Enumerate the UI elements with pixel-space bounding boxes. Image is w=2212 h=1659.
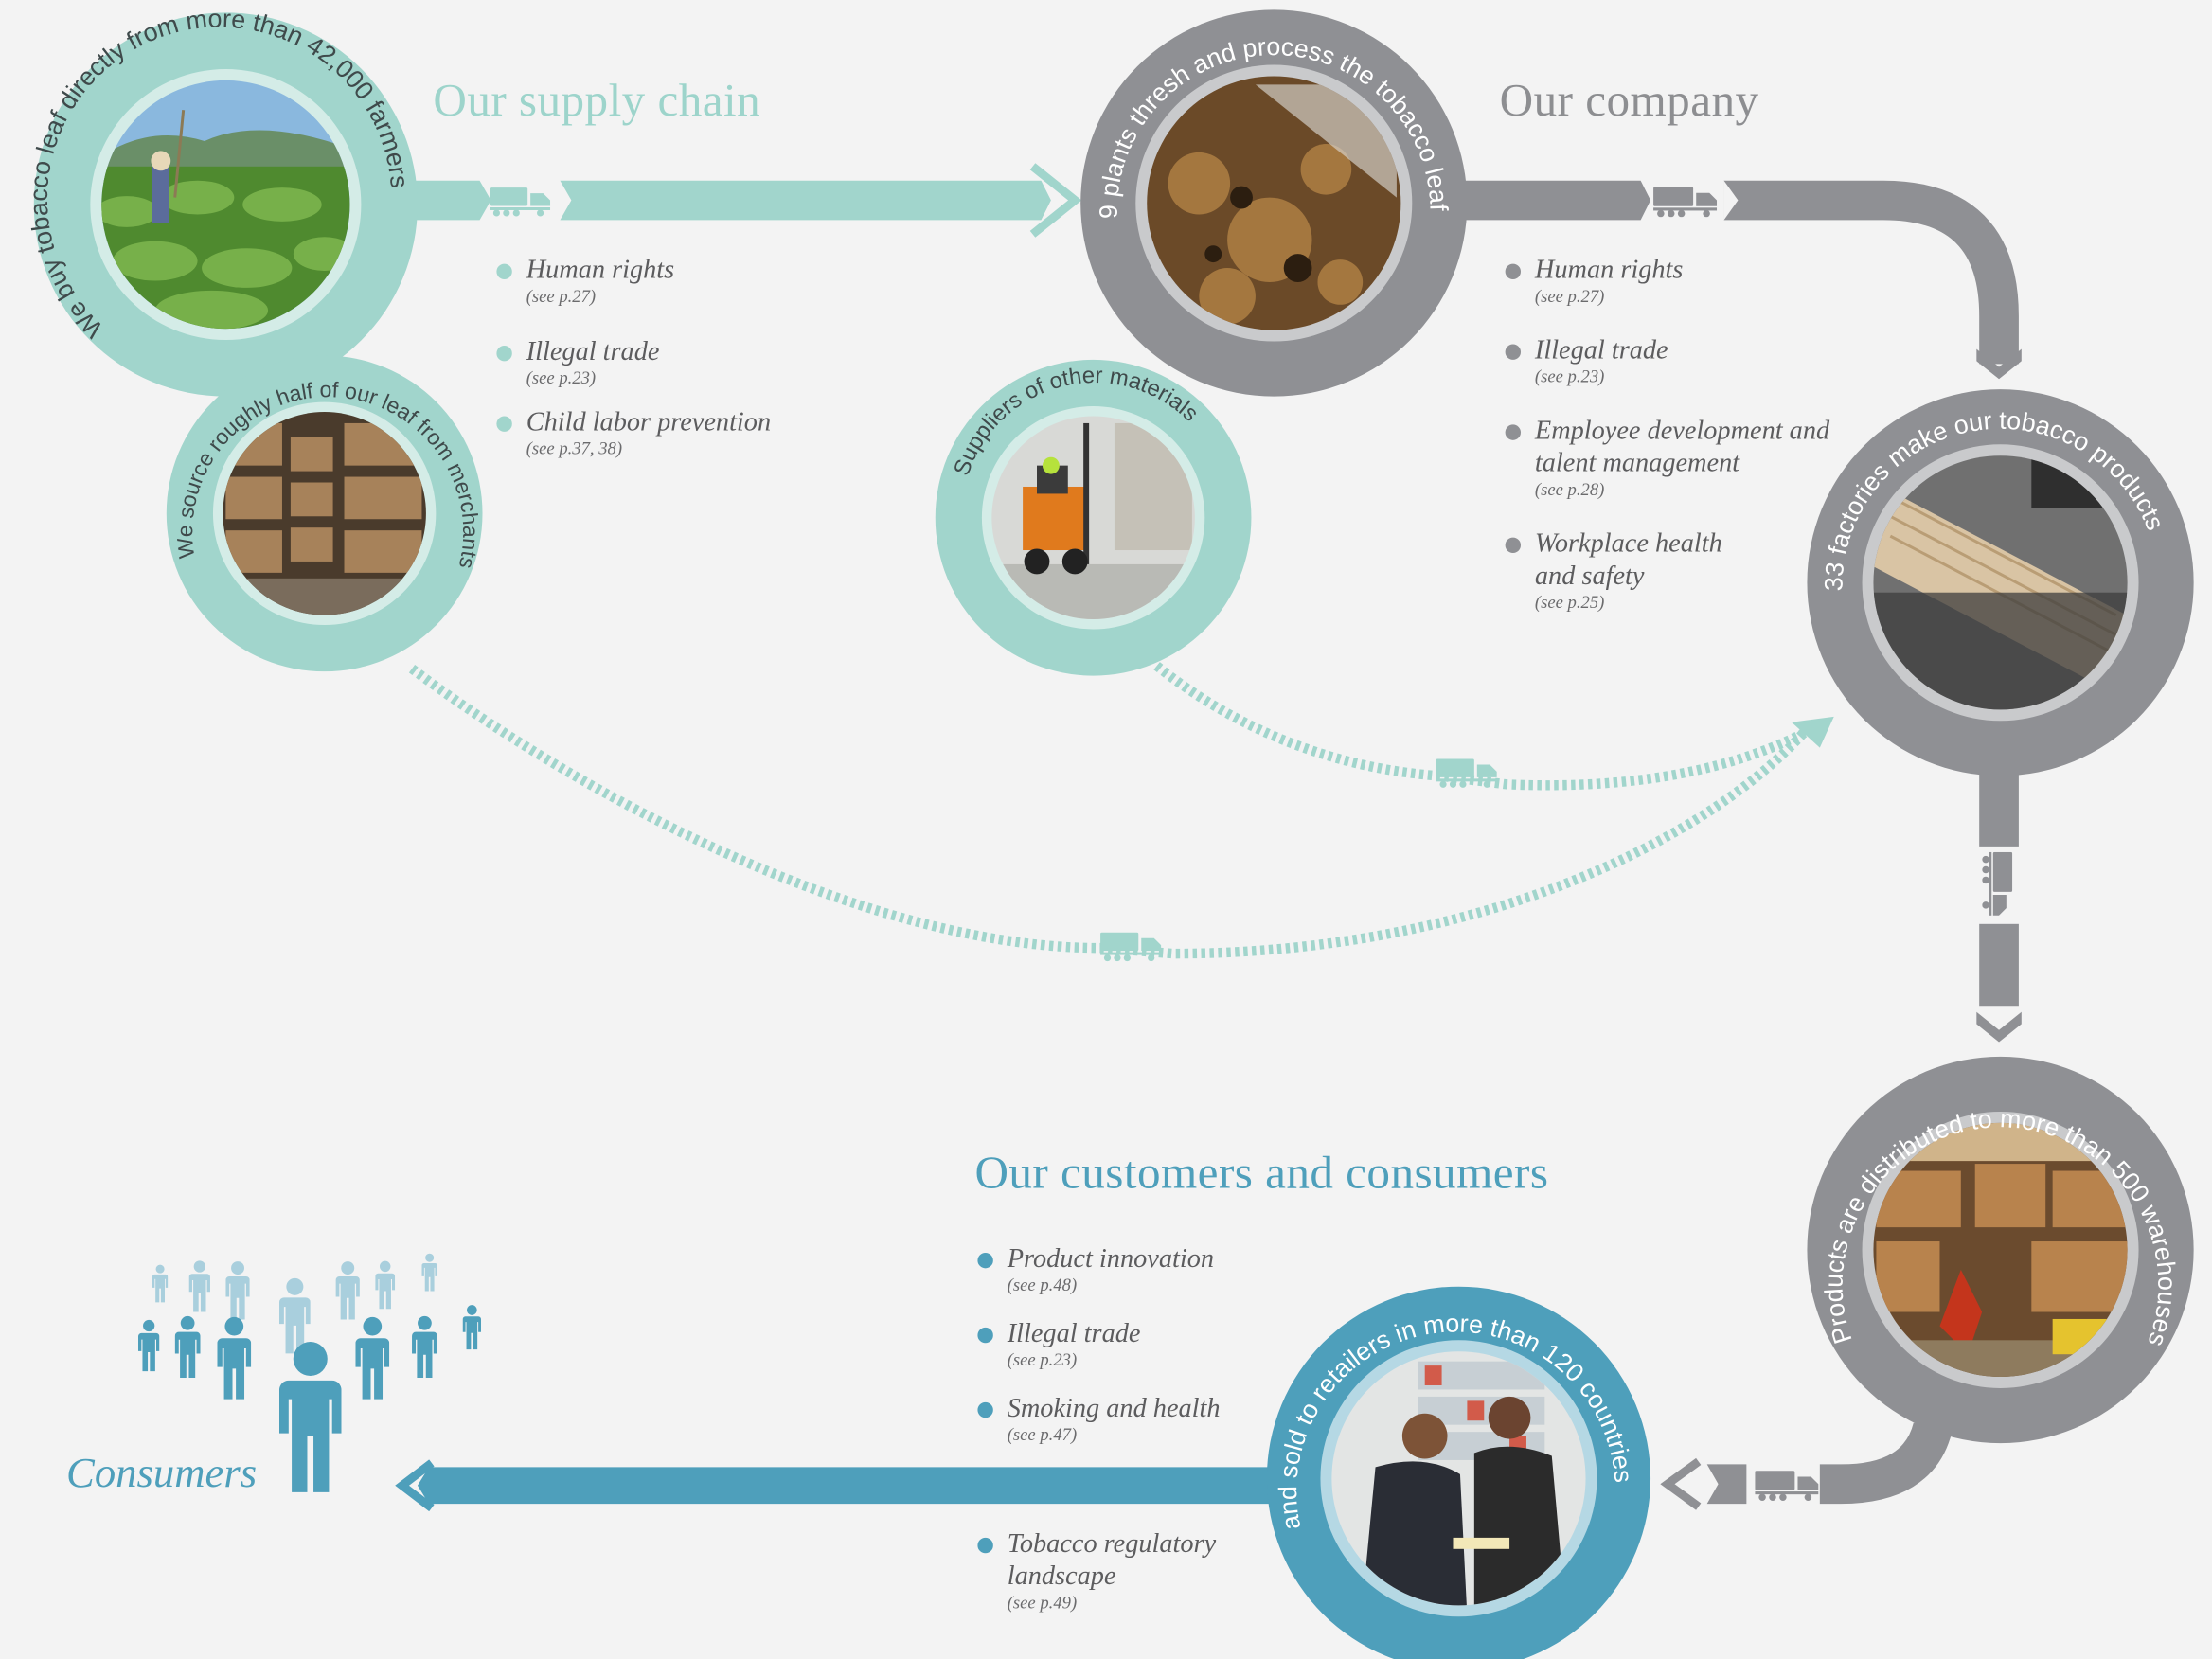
topic-label: Human rights xyxy=(1534,255,1684,285)
list-item: Workplace health and safety(see p.25) xyxy=(1505,527,1761,614)
distribution-flow-bar xyxy=(1979,761,2019,1007)
company-topics: Human rights(see p.27) Illegal trade(see… xyxy=(1505,254,1845,629)
page-reference: (see p.23) xyxy=(1007,1349,1078,1370)
chevron-arrow-icon xyxy=(1660,1457,1702,1510)
suppliers-node: Suppliers of other materials xyxy=(935,359,1252,676)
page-reference: (see p.48) xyxy=(1007,1275,1078,1295)
list-item: Illegal trade(see p.23) xyxy=(1505,334,1845,388)
page-reference: (see p.27) xyxy=(526,286,597,307)
topic-label: Child labor prevention xyxy=(526,407,772,437)
list-item: Product innovation(see p.48) xyxy=(977,1243,1220,1297)
supply-truck-icon xyxy=(489,187,551,217)
topic-label: Illegal trade xyxy=(1007,1318,1141,1349)
list-item: Tobacco regulatory landscape(see p.49) xyxy=(977,1527,1217,1614)
distribution-truck-icon xyxy=(1982,851,2013,916)
topic-label: Product innovation xyxy=(1007,1244,1215,1275)
company-flow-bar xyxy=(1459,180,2019,365)
topic-label: Illegal trade xyxy=(1534,335,1668,366)
page-reference: (see p.23) xyxy=(1534,366,1605,387)
retailers-node: and sold to retailers in more than 120 c… xyxy=(1266,1286,1651,1659)
customer-topics-extra: Tobacco regulatory landscape(see p.49) xyxy=(977,1527,1217,1629)
chevron-arrow-icon xyxy=(1976,1011,2022,1043)
cigarette-production-photo xyxy=(1873,455,2128,710)
page-reference: (see p.47) xyxy=(1007,1424,1078,1445)
topic-label: Illegal trade xyxy=(526,337,660,367)
merchants-node: We source roughly half of our leaf from … xyxy=(166,355,483,672)
topic-label: Workplace health and safety xyxy=(1534,528,1722,592)
page-reference: (see p.25) xyxy=(1534,592,1605,613)
consumer-arrowhead-icon xyxy=(395,1459,435,1512)
retail-truck-icon xyxy=(1755,1471,1819,1502)
farmers-node: We buy tobacco leaf directly from more t… xyxy=(25,5,418,397)
plants-node: 9 plants thresh and process the tobacco … xyxy=(1080,9,1468,397)
consumers-label: Consumers xyxy=(66,1450,258,1497)
supply-chain-topics: Human rights(see p.27) Illegal trade(see… xyxy=(496,254,771,475)
supplier-route-truck-icon xyxy=(1436,758,1497,788)
customer-topics: Product innovation(see p.48) Illegal tra… xyxy=(977,1243,1221,1462)
page-reference: (see p.28) xyxy=(1534,479,1605,500)
page-reference: (see p.37, 38) xyxy=(526,438,623,459)
list-item: Illegal trade(see p.23) xyxy=(496,336,771,390)
topic-label: Tobacco regulatory landscape xyxy=(1007,1528,1217,1592)
forklift-photo xyxy=(991,416,1195,620)
merchant-dotted-route xyxy=(408,664,1807,959)
merchant-route-truck-icon xyxy=(1100,932,1162,962)
topic-label: Smoking and health xyxy=(1007,1393,1221,1424)
page-reference: (see p.27) xyxy=(1534,286,1605,307)
topic-label: Employee development and talent manageme… xyxy=(1534,416,1830,479)
retail-store-photo xyxy=(1331,1351,1586,1606)
list-item: Human rights(see p.27) xyxy=(1505,254,1845,308)
processed-leaf-photo xyxy=(1147,76,1401,330)
consumer-flow-bar xyxy=(417,1467,1298,1505)
topic-label: Human rights xyxy=(526,255,675,285)
supply-chain-title: Our supply chain xyxy=(433,76,761,128)
list-item: Smoking and health(see p.47) xyxy=(977,1392,1221,1446)
list-item: Human rights(see p.27) xyxy=(496,254,771,308)
dotted-arrowhead-icon xyxy=(1792,716,1834,748)
company-title: Our company xyxy=(1499,76,1759,128)
list-item: Child labor prevention(see p.37, 38) xyxy=(496,406,771,460)
page-reference: (see p.49) xyxy=(1007,1592,1078,1613)
tobacco-field-photo xyxy=(101,80,350,330)
company-truck-icon xyxy=(1653,187,1718,218)
customers-title: Our customers and consumers xyxy=(974,1148,1549,1200)
factories-node: 33 factories make our tobacco products xyxy=(1807,389,2194,776)
warehouses-node: Products are distributed to more than 50… xyxy=(1807,1056,2194,1444)
list-item: Employee development and talent manageme… xyxy=(1505,415,1845,501)
page-reference: (see p.23) xyxy=(526,367,597,388)
retail-flow-bar xyxy=(1706,1421,1953,1505)
supply-arrowhead-icon xyxy=(1029,163,1082,238)
supply-flow-bar xyxy=(409,180,1051,221)
list-item: Illegal trade(see p.23) xyxy=(977,1317,1220,1371)
